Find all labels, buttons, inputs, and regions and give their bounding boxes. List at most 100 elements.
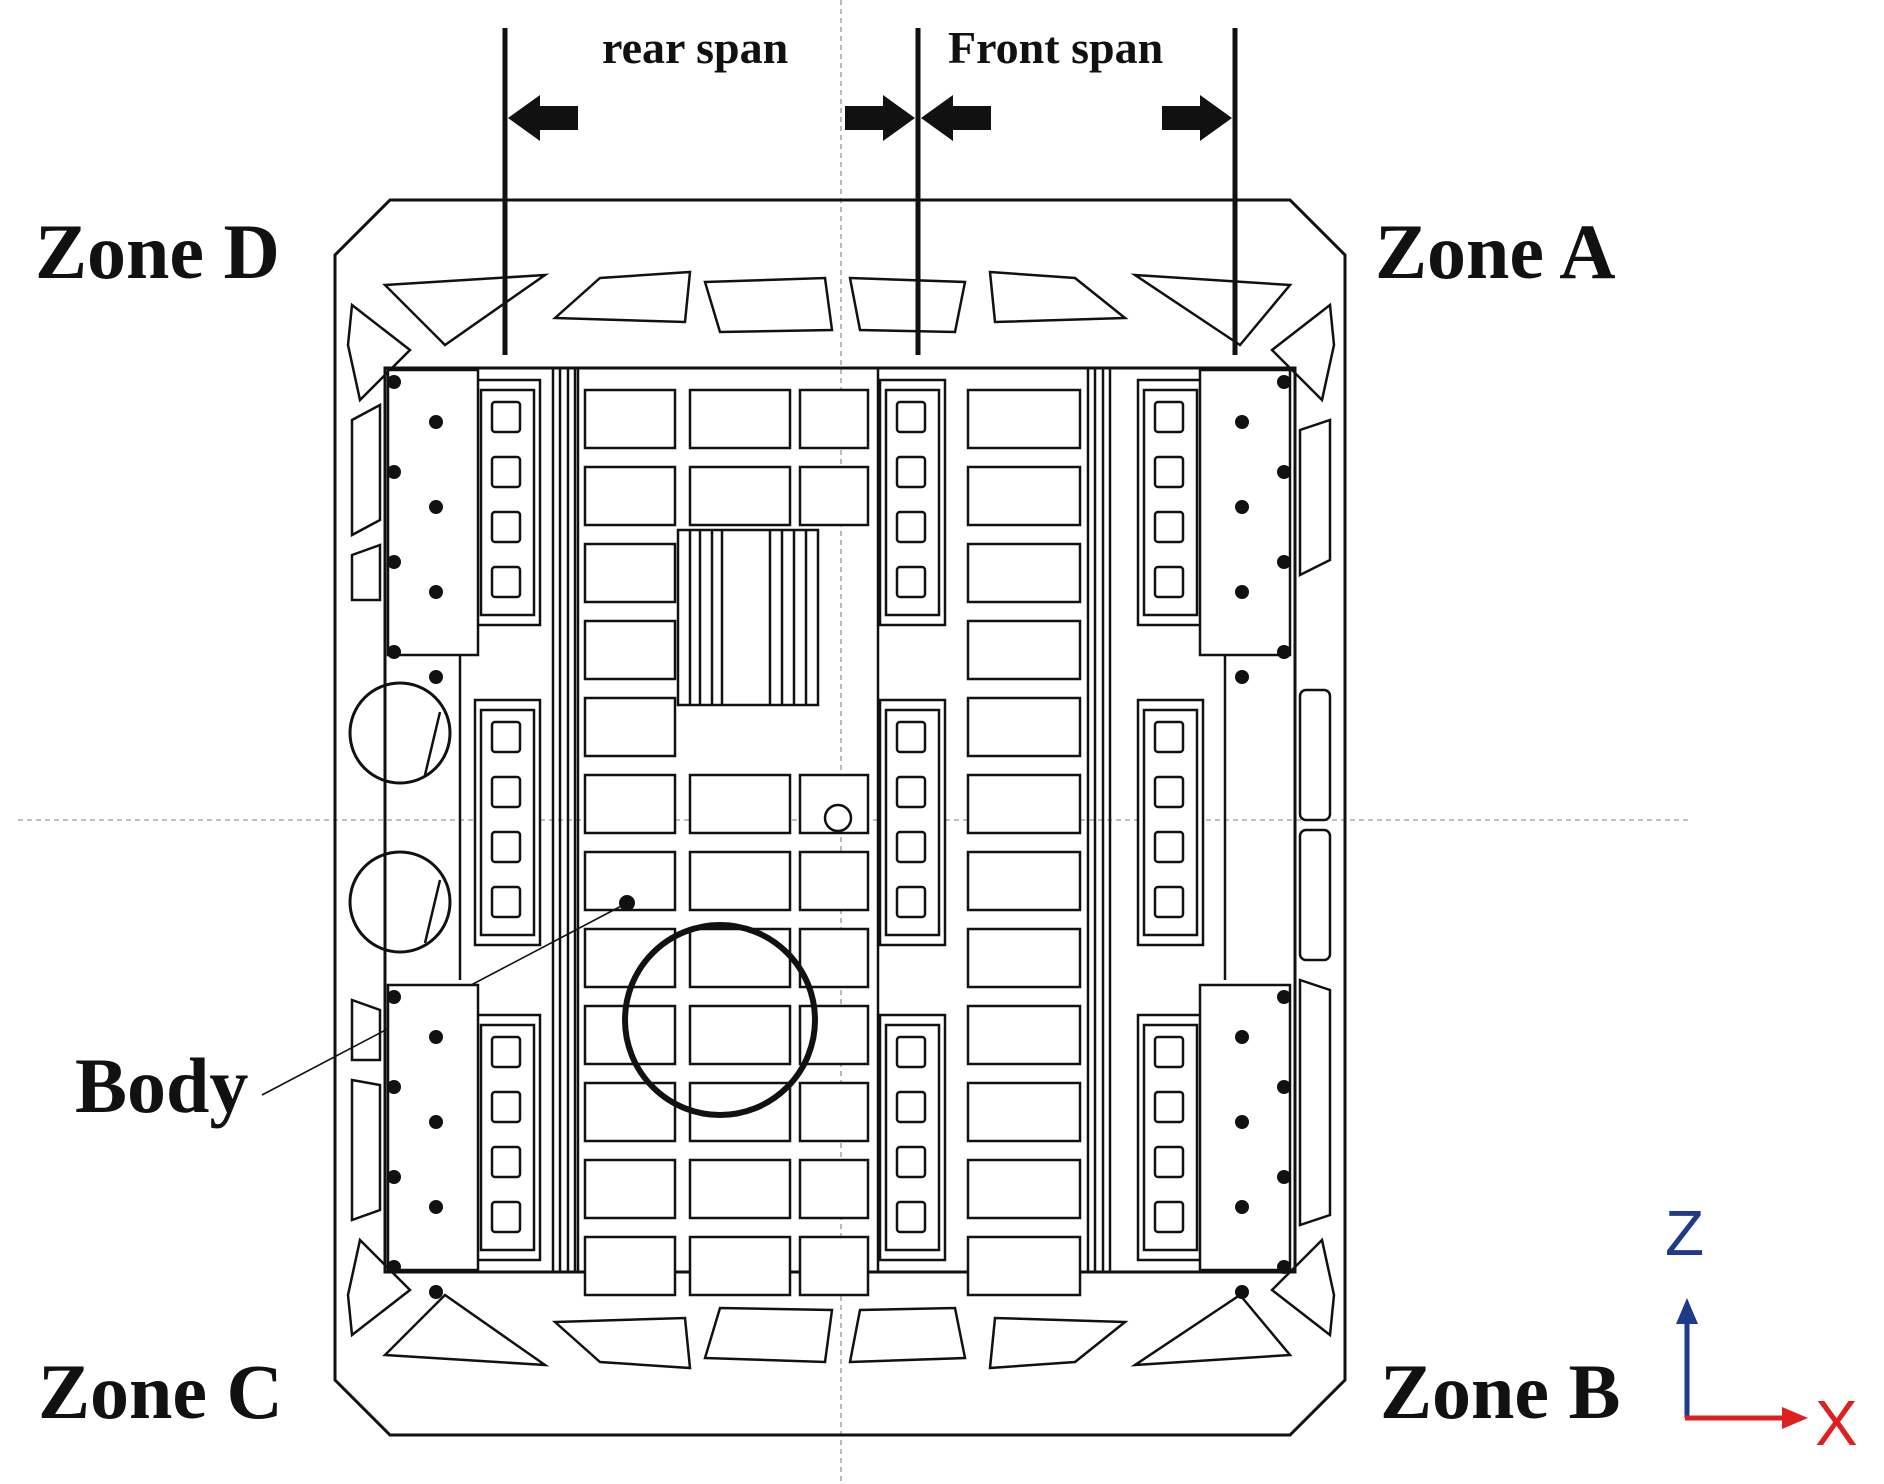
grid-cell [798,927,870,989]
pad [895,455,927,489]
rear-span-left-arrow [508,95,578,141]
pad-group-inner [1142,708,1199,937]
pad [895,1145,927,1179]
pad [895,830,927,864]
bolt [1235,670,1249,684]
grid-cell [688,850,792,912]
pad [895,885,927,919]
grid-cell [966,1235,1082,1297]
pad [490,510,522,544]
x-axis-label: X [1815,1387,1858,1459]
front-span-left-arrow [921,95,991,141]
grid-cell [583,388,677,450]
grid-cell [583,773,677,835]
grid-cell [966,465,1082,527]
grid-cell [966,696,1082,758]
grid-cell [583,696,677,758]
pad [1153,1035,1185,1069]
bolt [1277,1170,1291,1184]
left-hole-lower [348,850,452,954]
bolt [1277,465,1291,479]
pad [1153,830,1185,864]
pad [1153,1200,1185,1234]
slotted-panel [676,528,820,707]
grid-cell [798,465,870,527]
corner-plates [386,368,1292,1299]
bolt [429,415,443,429]
front-span-label: Front span [948,22,1163,73]
grid-cell [966,542,1082,604]
pad [895,1200,927,1234]
grid-cell [688,1158,792,1220]
grid-cell [688,388,792,450]
zone-d-label: Zone D [35,208,280,295]
rear-span-label: rear span [602,22,788,73]
zone-a-label: Zone A [1375,208,1616,295]
front-span-right-arrow [1162,95,1232,141]
pad-group-inner [884,708,941,937]
vertical-rails [458,366,1227,1274]
bolt [1235,1200,1249,1214]
pad [490,830,522,864]
grid-cell [583,465,677,527]
pad [490,400,522,434]
bolt [387,1260,401,1274]
pad [895,1035,927,1069]
grid-cell [966,850,1082,912]
grid-cell [798,1235,870,1297]
pad [490,1200,522,1234]
grid-cell [798,1158,870,1220]
bolt [429,585,443,599]
bolt [429,1200,443,1214]
pad-group-inner [479,1023,536,1252]
bolt [387,375,401,389]
pad [490,455,522,489]
pad [1153,400,1185,434]
bolt [429,1285,443,1299]
pad [1153,565,1185,599]
pad-group-inner [1142,1023,1199,1252]
grid-cell [583,542,677,604]
bolt [1235,415,1249,429]
pad-group-inner [884,1023,941,1252]
pad [490,885,522,919]
pad [1153,455,1185,489]
z-axis-label: Z [1665,1197,1704,1269]
pad [1153,720,1185,754]
grid-cell [583,927,677,989]
bolt [387,645,401,659]
bolt [1235,1030,1249,1044]
pad [895,720,927,754]
grid-cell [688,1004,792,1066]
pad-group-inner [479,388,536,617]
pad [490,1145,522,1179]
pad [1153,1090,1185,1124]
pad [895,1090,927,1124]
bolt [387,990,401,1004]
grid-cell [798,773,870,835]
pad [1153,1145,1185,1179]
bolt [429,1115,443,1129]
grid-cell [798,850,870,912]
bolt [1235,500,1249,514]
bolt [1235,1115,1249,1129]
grid-cell [966,388,1082,450]
pad [1153,510,1185,544]
pad [1153,775,1185,809]
bolt [1277,1080,1291,1094]
center-small-hole [823,803,853,833]
pad [490,1035,522,1069]
left-hole-upper [348,681,452,785]
bolt [1277,1260,1291,1274]
bolt [1235,1285,1249,1299]
large-circle [622,922,818,1118]
x-axis-arrowhead [1782,1407,1808,1429]
pad-group-inner [1142,388,1199,617]
bottom-segments [346,1237,1336,1370]
bolt [387,1080,401,1094]
bolt [1277,375,1291,389]
bolt [1235,585,1249,599]
grid-cell [583,1158,677,1220]
bolt [429,500,443,514]
